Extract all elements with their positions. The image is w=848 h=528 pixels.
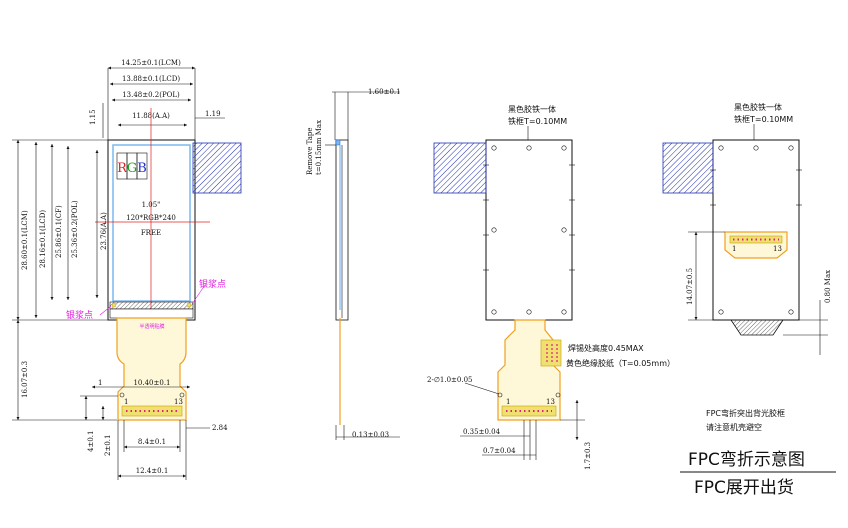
silver-paste-label-left: 银浆点 — [66, 309, 93, 321]
back-view-1: 黑色胶铁一体 铁框T=0.10MM 焊锡处高度0.45MAX 黄色绝缘胶纸（T=… — [427, 104, 675, 470]
back2-pin-1: 1 — [732, 245, 736, 253]
dim-cf-height: 25.86±0.1(CF) — [55, 205, 63, 258]
silver-paste-dots — [111, 302, 192, 308]
dim-14-07: 14.07±0.5 — [686, 268, 694, 305]
dim-thickness: 1.60±0.1 — [368, 88, 401, 96]
fpc-note-2: 请注意机壳避空 — [706, 422, 762, 432]
dim-lcm-width: 14.25±0.1(LCM) — [121, 59, 181, 67]
fpc-pin-13: 13 — [174, 398, 183, 406]
solder-points — [546, 344, 558, 362]
remove-tape-label: Remove Tape — [306, 127, 314, 175]
display-resolution: 120*RGB*240 — [126, 214, 176, 222]
fpc-note-1: FPC弯折突出背光胶框 — [706, 408, 785, 418]
back1-pin-13: 13 — [546, 398, 555, 406]
frame-note-2: 铁框T=0.10MM — [508, 116, 567, 126]
frame2-note-1: 黑色胶铁一体 — [734, 102, 782, 112]
dim-8-4: 8.4±0.1 — [138, 438, 166, 446]
legend-bent: FPC弯折示意图 — [688, 450, 805, 470]
dim-2: 2±0.1 — [104, 435, 112, 456]
dim-0-35: 0.35±0.04 — [463, 428, 501, 436]
fpc-tiny-text: 半透明贴膜 — [139, 323, 164, 330]
solder-height-note: 焊锡处高度0.45MAX — [568, 343, 644, 353]
dim-0-80: 0.80 Max — [824, 270, 832, 303]
dim-lcm-height: 28.60±0.1(LCM) — [21, 210, 29, 270]
front-view: 14.25±0.1(LCM) 13.88±0.1(LCD) 13.48±0.2(… — [12, 59, 242, 480]
frame-screw-holes-2 — [718, 145, 794, 315]
hole-note: 2-∅1.0±0.05 — [427, 376, 473, 384]
dim-1-7: 1.7±0.3 — [584, 442, 592, 470]
dim-4: 4±0.1 — [87, 431, 95, 452]
tape-note: 黄色绝缘胶纸（T=0.05mm） — [566, 358, 675, 368]
back2-pin-13: 13 — [773, 245, 782, 253]
silver-paste-label-right: 银浆点 — [199, 278, 226, 290]
frame-screw-holes-1 — [491, 145, 567, 315]
dim-lcd-width: 13.88±0.1(LCD) — [122, 75, 180, 83]
frame2-note-2: 铁框T=0.10MM — [734, 114, 793, 124]
frame-note-1: 黑色胶铁一体 — [508, 104, 556, 114]
rgb-g: G — [127, 161, 137, 176]
fpc-pin-1: 1 — [124, 398, 128, 406]
back-view-2: 黑色胶铁一体 铁框T=0.10MM 1 13 14.07±0.5 0.80 Ma… — [662, 102, 832, 432]
dim-fpc-thickness: 0.13±0.03 — [352, 431, 389, 439]
legend-unfolded: FPC展开出货 — [694, 478, 794, 498]
viewing-direction: FREE — [141, 229, 161, 237]
dim-pitch: 10.40±0.1 — [133, 379, 170, 387]
dim-0-7: 0.7±0.04 — [483, 447, 516, 455]
dim-right-1-19: 1.19 — [205, 110, 221, 118]
legend: FPC弯折示意图 FPC展开出货 — [680, 450, 836, 498]
tape-thickness-label: t=0.15mm Max — [315, 120, 323, 175]
side-view: 1.60±0.1 Remove Tape t=0.15mm Max 0.13±0… — [306, 88, 401, 440]
dim-pol-height: 25.36±0.2(POL) — [71, 200, 79, 258]
dim-12-4: 12.4±0.1 — [136, 467, 169, 475]
dim-pol-width: 13.48±0.2(POL) — [122, 91, 180, 99]
dim-fpc-length: 16.07±0.3 — [21, 361, 29, 398]
rgb-b: B — [137, 161, 147, 176]
dim-left-1-15: 1.15 — [89, 109, 97, 125]
fpc-pin1-marker: 1 — [98, 379, 102, 387]
back1-pin-1: 1 — [506, 398, 510, 406]
dim-aa-height: 23.76(A.A) — [100, 212, 108, 250]
display-size: 1.05" — [142, 201, 161, 209]
dim-lcd-height: 28.16±0.1(LCD) — [39, 210, 47, 268]
dim-2-84: 2.84 — [212, 424, 228, 432]
rgb-r: R — [117, 161, 128, 176]
